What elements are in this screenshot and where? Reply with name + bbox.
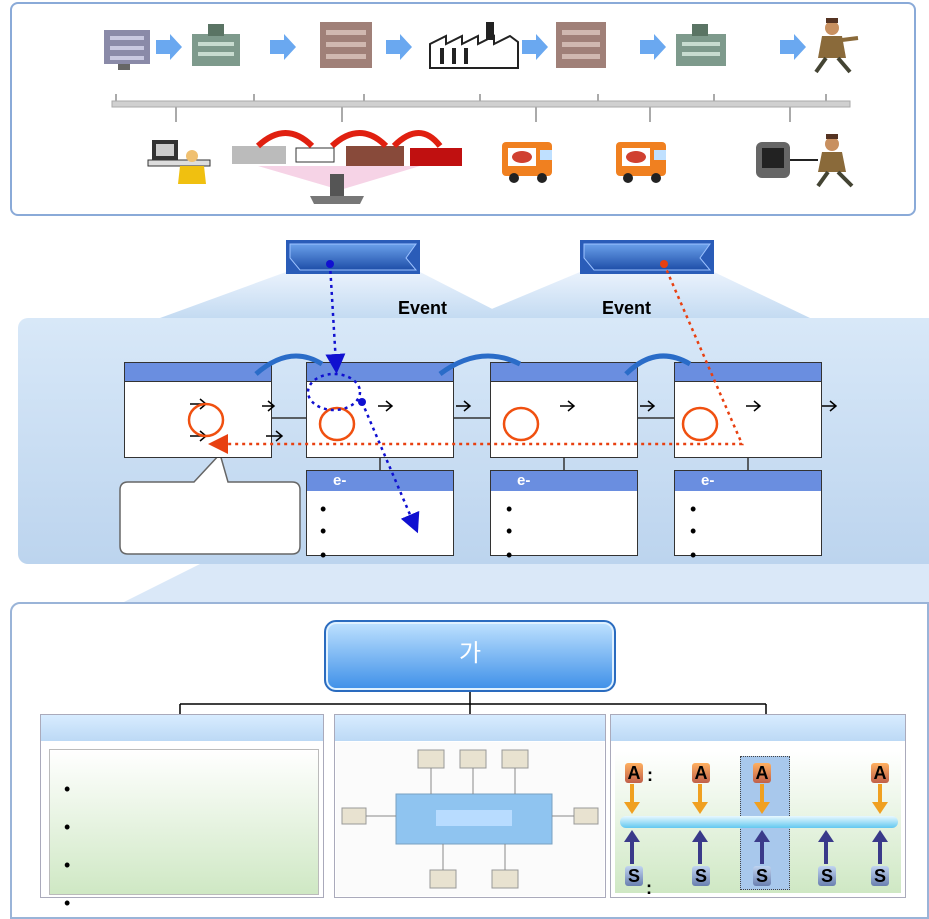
red-event-path	[208, 260, 744, 454]
bullet: •	[506, 521, 513, 541]
process-circles	[187, 402, 719, 442]
arrow-icon	[386, 34, 412, 60]
building-row	[104, 18, 859, 74]
event-label-right: Event	[602, 298, 652, 318]
bullet: •	[64, 893, 71, 913]
agent-a-label: A	[692, 763, 710, 783]
process-step-box-1	[124, 362, 272, 458]
bullet: •	[506, 545, 513, 565]
down-arrows	[624, 784, 888, 814]
service-s-label: S	[692, 866, 710, 886]
bullet-card	[40, 714, 324, 898]
building-icon-2	[192, 24, 240, 66]
warehouse-conveyor-icon	[232, 130, 462, 204]
e-service-box-2: e-	[490, 470, 638, 556]
service-s-label: S	[818, 866, 836, 886]
bullet-card-body	[49, 749, 319, 895]
delivery-truck-icon-2	[616, 142, 666, 183]
lower-funnel	[120, 564, 929, 604]
matrix-arrows	[624, 784, 888, 864]
callout-bubble	[119, 452, 301, 555]
handheld-scanner-courier-icon	[756, 134, 854, 188]
e-service-box-1: e-	[306, 470, 454, 556]
agent-a-label: A	[753, 763, 771, 783]
card-header	[335, 715, 605, 741]
building-icon-5	[676, 24, 726, 66]
e-service-header: e-	[675, 471, 821, 491]
bus-bar	[620, 816, 898, 828]
event-source-plate-left	[286, 240, 420, 274]
s-colon: :	[646, 878, 652, 898]
arrow-icon	[780, 34, 806, 60]
bullet: •	[506, 499, 513, 519]
summary-title-box: 가	[324, 620, 616, 692]
office-worker-icon	[147, 140, 211, 184]
bullet: •	[690, 545, 697, 565]
bullet: •	[320, 545, 327, 565]
supply-chain-illustration	[104, 18, 859, 204]
e-service-header: e-	[491, 471, 637, 491]
card-header	[41, 715, 323, 741]
service-s-label: S	[871, 866, 889, 886]
timeline-bar	[111, 94, 851, 122]
agent-a-label: A	[625, 763, 643, 783]
bullet: •	[690, 499, 697, 519]
up-arrows	[624, 830, 888, 864]
factory-icon	[429, 22, 519, 69]
e-service-header: e-	[307, 471, 453, 491]
e-service-box-3: e-	[674, 470, 822, 556]
arrow-icon	[640, 34, 666, 60]
a-colon: :	[647, 765, 653, 785]
bullet: •	[690, 521, 697, 541]
agent-a-label: A	[871, 763, 889, 783]
service-s-label: S	[753, 866, 771, 886]
building-icon-4	[556, 22, 606, 68]
blue-event-path	[306, 260, 420, 534]
bullet: •	[320, 521, 327, 541]
arrow-icon	[270, 34, 296, 60]
process-step-box-4	[674, 362, 822, 458]
building-icon-3	[320, 22, 372, 68]
building-icon-1	[104, 30, 150, 70]
hub-diagram-card	[334, 714, 606, 898]
hub-diagram-thumbnail	[336, 742, 604, 896]
bullet: •	[320, 499, 327, 519]
bullet: •	[64, 817, 71, 837]
event-funnels	[160, 240, 810, 318]
delivery-truck-icon-1	[502, 142, 552, 183]
flow-arrows	[190, 398, 838, 442]
arrow-icon	[522, 34, 548, 60]
bullet: •	[64, 855, 71, 875]
process-flow-overlay	[187, 260, 838, 534]
event-source-plate-right	[580, 240, 714, 274]
card-header	[611, 715, 905, 741]
arrow-icon	[156, 34, 182, 60]
courier-icon	[814, 18, 859, 74]
summary-title: 가	[458, 640, 482, 667]
event-label-left: Event	[398, 298, 448, 318]
bullet: •	[64, 779, 71, 799]
service-s-label: S	[625, 866, 643, 886]
